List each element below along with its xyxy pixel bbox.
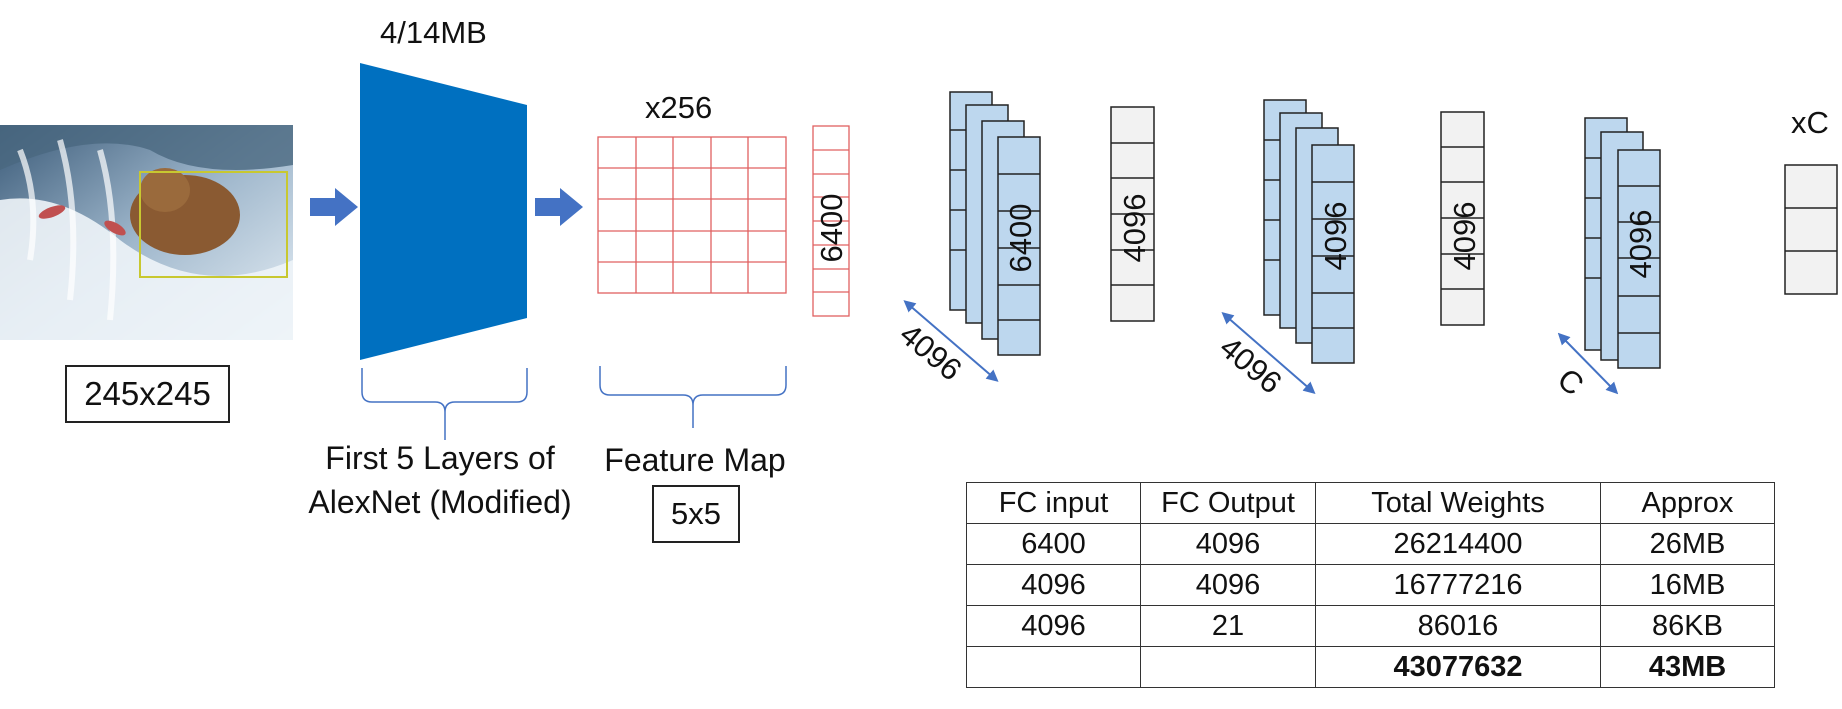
table-cell: [1140, 646, 1316, 688]
table-cell: 16777216: [1315, 564, 1601, 606]
cnn-caption-line-1: First 5 Layers of: [325, 440, 555, 476]
feature-map-caption: Feature Map: [604, 442, 786, 478]
table-cell: 6400: [966, 523, 1141, 565]
cnn-trapezoid: [360, 63, 527, 360]
cnn-caption: First 5 Layers of AlexNet (Modified): [255, 436, 625, 524]
table-cell: 26214400: [1315, 523, 1601, 565]
total-approx-cell: 43MB: [1600, 646, 1775, 688]
arrow-cnn-to-features: [535, 188, 583, 226]
fc-vector-2-label: 4096: [1447, 202, 1482, 271]
table-row: 6400 4096 26214400 26MB: [966, 523, 1775, 565]
fc-stack-3-depth-arrow: [1557, 332, 1619, 395]
table-header-row: FC input FC Output Total Weights Approx: [966, 482, 1775, 524]
arrow-image-to-cnn: [310, 188, 358, 226]
feature-map-size-box: 5x5: [652, 485, 740, 543]
feature-map-brace: [599, 366, 787, 428]
fc-weights-table: FC input FC Output Total Weights Approx …: [966, 482, 1775, 688]
table-row: 4096 4096 16777216 16MB: [966, 564, 1775, 606]
fc-stack-1: [949, 91, 1041, 356]
fc-stack-3: [1584, 117, 1661, 369]
table-cell: 4096: [1140, 523, 1316, 565]
table-header-cell: Total Weights: [1315, 482, 1601, 524]
table-header-cell: Approx: [1600, 482, 1775, 524]
fc-vector-1-label: 4096: [1117, 194, 1152, 263]
fc-stack-2-label: 4096: [1318, 202, 1353, 271]
fc-stack-1-depth-arrow: [903, 300, 999, 382]
output-vector: [1784, 164, 1838, 295]
cnn-caption-line-2: AlexNet (Modified): [308, 484, 572, 520]
table-cell: 26MB: [1600, 523, 1775, 565]
detection-bounding-box: [139, 171, 288, 278]
fc-stack-2: [1263, 99, 1355, 364]
table-header-cell: FC Output: [1140, 482, 1316, 524]
table-cell: 4096: [966, 605, 1141, 647]
feature-map-grid: [597, 136, 787, 294]
table-cell: 16MB: [1600, 564, 1775, 606]
fc-stack-2-depth-label: 4096: [1213, 329, 1288, 400]
table-header-cell: FC input: [966, 482, 1141, 524]
fc-stack-3-label: 4096: [1623, 210, 1658, 279]
flatten-label: 6400: [814, 194, 849, 263]
table-total-row: 43077632 43MB: [966, 646, 1775, 688]
fc-stack-3-depth-label: C: [1551, 361, 1591, 402]
table-cell: 21: [1140, 605, 1316, 647]
fc-stack-2-depth-arrow: [1221, 312, 1316, 394]
table-cell: 4096: [1140, 564, 1316, 606]
feature-map-depth-label: x256: [645, 90, 713, 125]
table-row: 4096 21 86016 86KB: [966, 605, 1775, 647]
table-cell: 4096: [966, 564, 1141, 606]
fc-stack-1-depth-label: 4096: [893, 316, 968, 387]
table-cell: 86KB: [1600, 605, 1775, 647]
fc-stack-1-label: 6400: [1003, 204, 1038, 273]
cnn-size-label: 4/14MB: [380, 15, 487, 50]
output-label: xC: [1791, 105, 1829, 140]
total-weights-cell: 43077632: [1315, 646, 1601, 688]
cnn-brace: [361, 368, 528, 440]
fc-vector-1: [1110, 106, 1155, 322]
table-cell: 86016: [1315, 605, 1601, 647]
input-size-box: 245x245: [65, 365, 230, 423]
table-cell: [966, 646, 1141, 688]
fc-vector-2: [1440, 111, 1485, 326]
input-image: [0, 125, 293, 340]
flatten-column: [812, 125, 850, 317]
